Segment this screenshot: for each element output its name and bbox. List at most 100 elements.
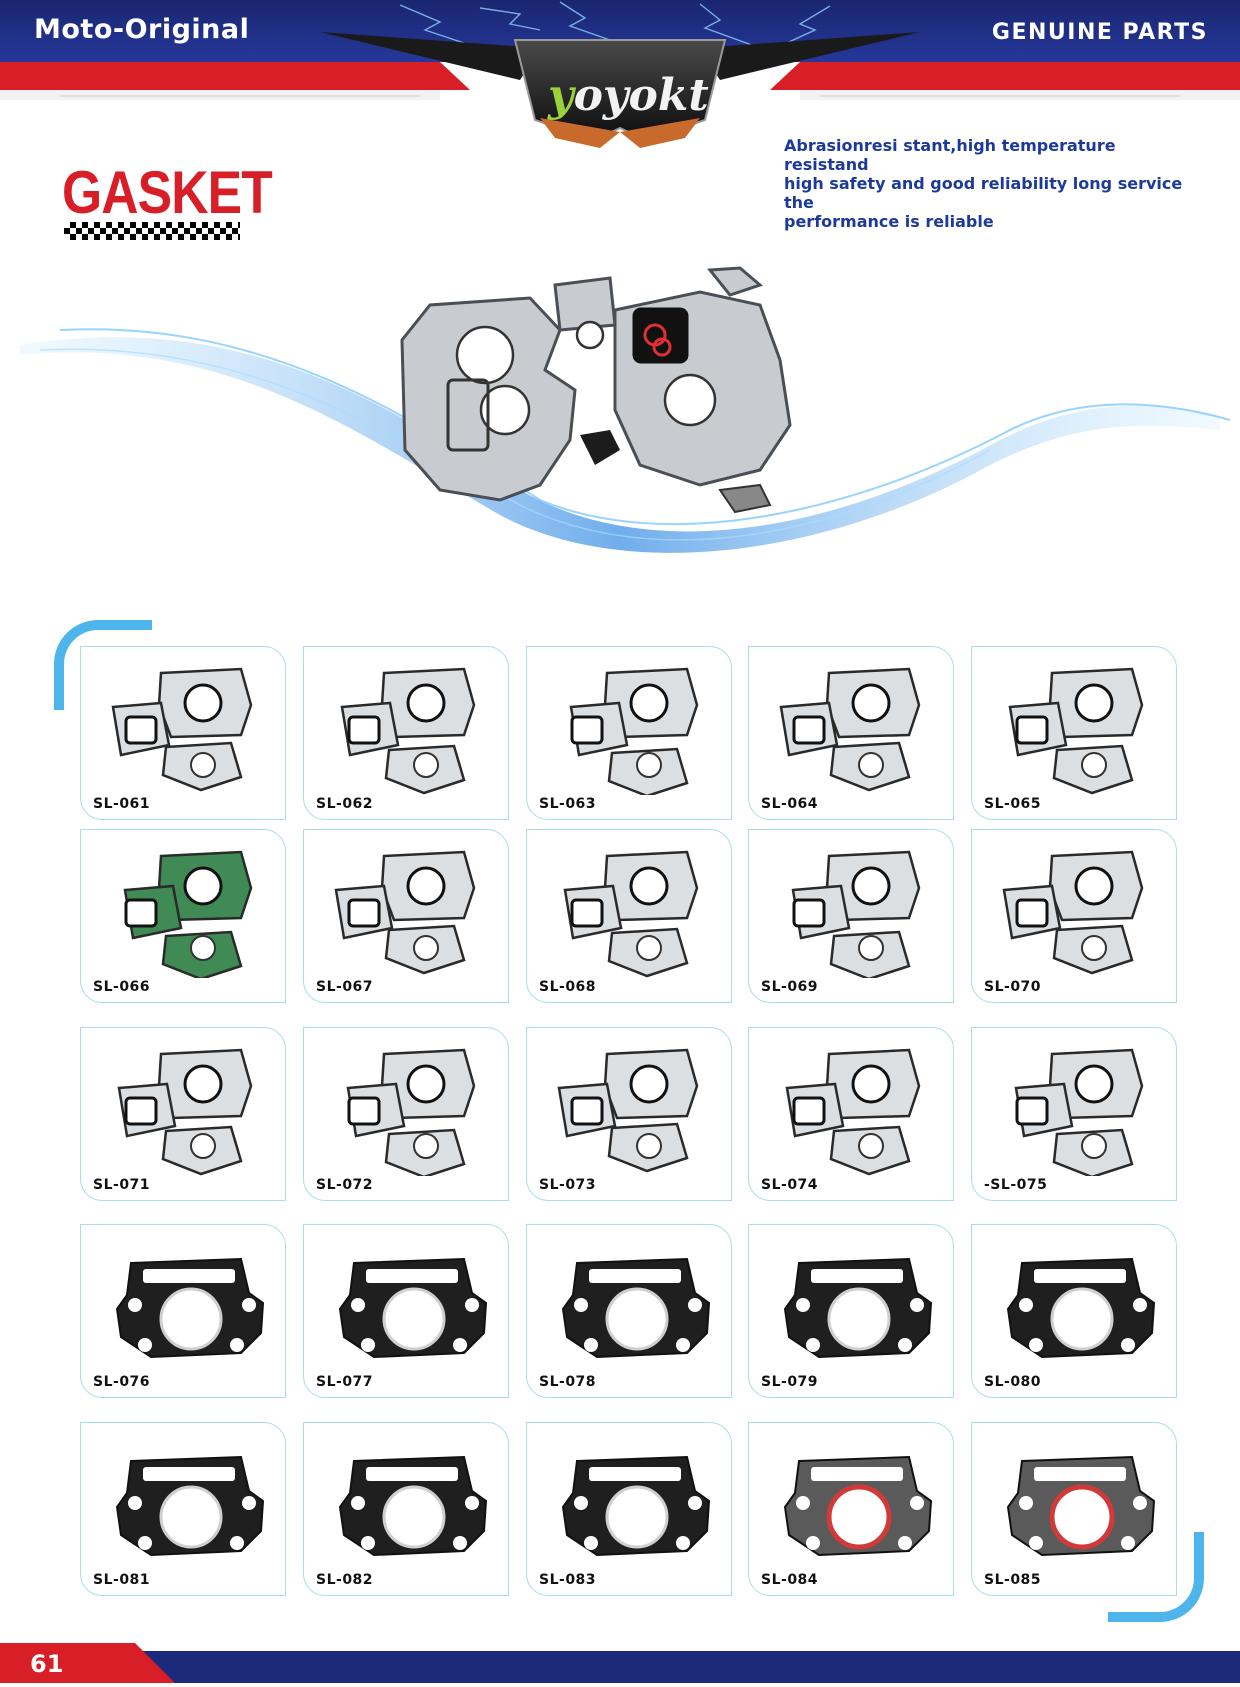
gasket-bolt-hole [1019,1496,1033,1510]
page-footer [0,1643,1240,1683]
product-card: SL-073 [526,1027,732,1201]
product-card: SL-072 [303,1027,509,1201]
gasket-bore [858,752,884,778]
product-image [338,1257,488,1359]
product-image [569,667,699,795]
gasket-bore [858,1133,884,1159]
product-image [557,1048,699,1173]
product-code: SL-081 [93,1572,151,1588]
gasket-bore [629,683,669,723]
gasket-bore [827,1287,891,1351]
page-number: 61 [30,1650,64,1678]
gasket-set-drawing [563,850,699,978]
product-image [123,850,253,978]
gasket-set-drawing [1002,850,1144,975]
gasket-bore [1081,1133,1107,1159]
gasket-set-drawing [340,667,476,795]
gasket-bore [792,715,826,745]
tagline: Abrasionresi stant,high temperature resi… [784,136,1184,231]
gasket-slot [366,1467,458,1481]
product-code: SL-078 [539,1374,597,1390]
product-image [783,1455,933,1557]
product-code: SL-067 [316,979,374,995]
product-code: SL-084 [761,1572,819,1588]
page-title: GASKET [62,159,273,226]
brand-left: Moto-Original [34,14,250,45]
gasket-slot [811,1467,903,1481]
product-image [111,667,253,792]
gasket-bore [406,683,446,723]
gasket-bore [605,1287,669,1351]
product-code: SL-082 [316,1572,374,1588]
gasket-bore [124,1096,158,1126]
gasket-bore [851,1064,891,1104]
gasket-bolt-hole [796,1496,810,1510]
product-card: SL-082 [303,1422,509,1596]
product-code: SL-071 [93,1177,151,1193]
gasket-set-drawing [1008,667,1144,795]
product-card: SL-063 [526,646,732,820]
gasket-bolt-hole [351,1298,365,1312]
gasket-bore [1081,935,1107,961]
gasket-bolt-hole [453,1536,467,1550]
gasket-set-drawing [779,667,921,792]
gasket-slot [589,1467,681,1481]
gasket-bolt-hole [1019,1298,1033,1312]
product-image [334,850,476,975]
product-image [1006,1257,1156,1359]
product-card: SL-085 [971,1422,1177,1596]
gasket-bore [1050,1287,1114,1351]
gasket-bore [570,1096,604,1126]
gasket-bore [1074,866,1114,906]
product-card: SL-079 [748,1224,954,1398]
brand-logo: yoyokt [548,70,709,121]
head-gasket-drawing [1006,1257,1156,1359]
gasket-bore [183,1064,223,1104]
product-code: SL-061 [93,796,151,812]
product-code: SL-073 [539,1177,597,1193]
gasket-bore [190,752,216,778]
product-card: SL-084 [748,1422,954,1596]
gasket-bore [413,1133,439,1159]
gasket-bolt-hole [1133,1298,1147,1312]
product-code: SL-068 [539,979,597,995]
head-gasket-drawing [115,1257,265,1359]
gasket-set-drawing [117,1048,253,1176]
gasket-bolt-hole [688,1298,702,1312]
gasket-bolt-hole [351,1496,365,1510]
product-card: SL-069 [748,829,954,1003]
gasket-slot [811,1269,903,1283]
product-card: SL-065 [971,646,1177,820]
product-image [1006,1455,1156,1557]
gasket-bore [792,1096,826,1126]
product-image [785,1048,921,1176]
gasket-bolt-hole [676,1338,690,1352]
product-code: SL-076 [93,1374,151,1390]
gasket-bore [851,683,891,723]
product-code: SL-072 [316,1177,374,1193]
gasket-bolt-hole [584,1536,598,1550]
gasket-set-drawing [346,1048,476,1176]
gasket-set-drawing [334,850,476,975]
gasket-bore [406,866,446,906]
gasket-bore [1081,752,1107,778]
product-card: SL-064 [748,646,954,820]
gasket-bore [858,935,884,961]
product-card: SL-071 [80,1027,286,1201]
product-card: SL-061 [80,646,286,820]
gasket-bolt-hole [361,1536,375,1550]
gasket-set-drawing [569,667,699,795]
head-gasket-drawing [338,1257,488,1359]
page-header: Moto-Original GENUINE PARTS yoyokt [0,0,1240,150]
brand-right: GENUINE PARTS [991,20,1208,45]
logo-first-letter: y [548,70,574,121]
gasket-bolt-hole [574,1496,588,1510]
gasket-bore [792,898,826,928]
product-image [791,850,921,978]
gasket-bore [629,866,669,906]
gasket-bore [1015,898,1049,928]
gasket-bore [413,752,439,778]
gasket-bore [382,1485,446,1549]
head-gasket-drawing [783,1455,933,1557]
